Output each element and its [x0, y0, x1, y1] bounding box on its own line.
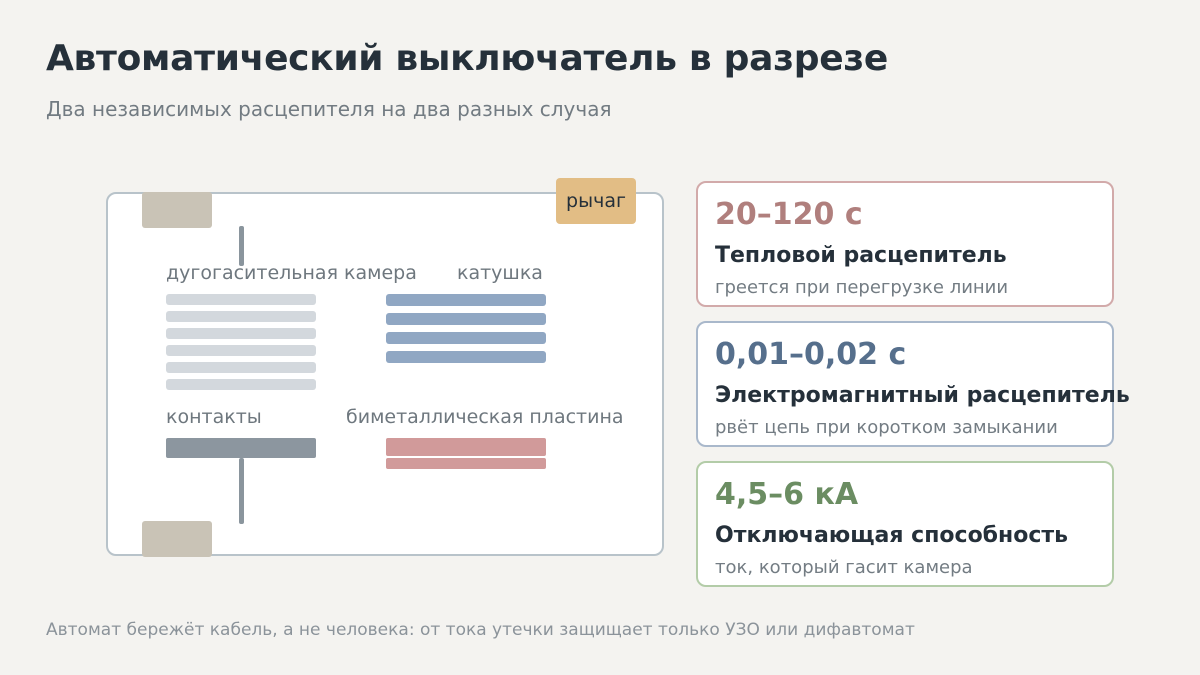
- bottom-terminal: [142, 521, 212, 557]
- arc-plate: [166, 328, 316, 339]
- arc-chamber-label: дугогасительная камера: [166, 262, 417, 284]
- moving-contact-rod: [239, 458, 244, 524]
- coil-label: катушка: [457, 262, 543, 284]
- card-name: Электромагнитный расцепитель: [715, 383, 1130, 408]
- arc-plate: [166, 345, 316, 356]
- breaking-capacity-card: 4,5–6 кА Отключающая способность ток, ко…: [696, 461, 1114, 587]
- lever: рычаг: [556, 178, 636, 224]
- card-name: Отключающая способность: [715, 523, 1069, 548]
- page-subtitle: Два независимых расцепителя на два разны…: [46, 97, 612, 121]
- magnetic-release-card: 0,01–0,02 с Электромагнитный расцепитель…: [696, 321, 1130, 447]
- card-value: 0,01–0,02 с: [715, 337, 907, 372]
- top-terminal: [142, 192, 212, 228]
- coil-winding: [386, 294, 546, 306]
- card-name: Тепловой расцепитель: [715, 243, 1007, 268]
- bimetal-layer-top: [386, 438, 546, 456]
- card-desc: греется при перегрузке линии: [715, 277, 1009, 298]
- contacts-label: контакты: [166, 406, 262, 428]
- coil-winding: [386, 351, 546, 363]
- footnote: Автомат бережёт кабель, а не человека: о…: [46, 620, 915, 640]
- card-desc: рвёт цепь при коротком замыкании: [715, 417, 1058, 438]
- thermal-release-card: 20–120 с Тепловой расцепитель греется пр…: [696, 181, 1114, 307]
- card-desc: ток, который гасит камера: [715, 557, 973, 578]
- page-title: Автоматический выключатель в разрезе: [46, 38, 889, 79]
- top-wire: [239, 226, 244, 266]
- contacts: [166, 438, 316, 458]
- card-value: 4,5–6 кА: [715, 477, 859, 512]
- arc-plate: [166, 311, 316, 322]
- bimetal-label: биметаллическая пластина: [346, 406, 624, 428]
- breaker-diagram: [106, 192, 664, 556]
- coil-winding: [386, 313, 546, 325]
- arc-plate: [166, 294, 316, 305]
- arc-plate: [166, 379, 316, 390]
- card-value: 20–120 с: [715, 197, 863, 232]
- coil-winding: [386, 332, 546, 344]
- bimetal-layer-bottom: [386, 458, 546, 469]
- lever-label: рычаг: [566, 190, 626, 212]
- arc-plate: [166, 362, 316, 373]
